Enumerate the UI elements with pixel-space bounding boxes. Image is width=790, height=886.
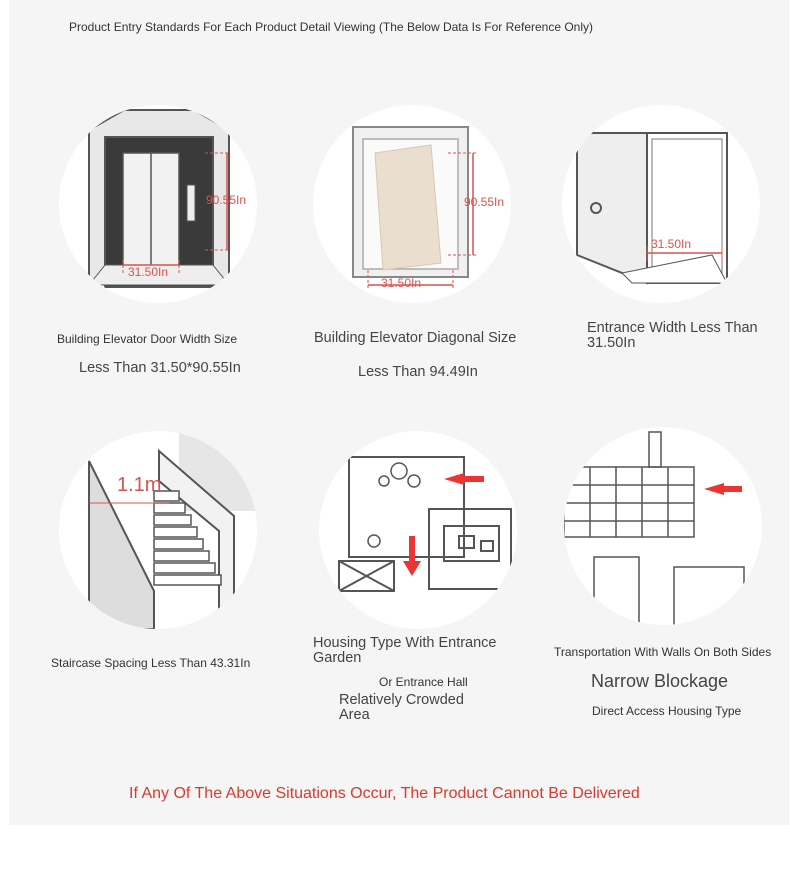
item-caption: Transportation With Walls On Both Sides [554,645,772,659]
elevator-door-illustration [59,105,257,303]
page-header: Product Entry Standards For Each Product… [69,20,594,34]
dimension-label-width: 31.50In [381,276,422,290]
item-detail: Narrow Blockage [591,671,729,691]
item-caption: Building Elevator Door Width Size [57,332,238,346]
item-caption: Housing Type With Entrance Garden [313,635,497,666]
narrow-corridor-illustration [564,427,762,625]
item-caption: Entrance Width Less Than 31.50In [587,320,758,351]
dimension-label-width: 31.50In [651,237,692,251]
item-detail-secondary: Relatively Crowded Area [339,692,464,723]
dimension-label-width: 31.50In [128,265,169,279]
item-caption: Building Elevator Diagonal Size [314,330,517,346]
item-detail: Less Than 94.49In [358,364,478,380]
dimension-label-height: 90.55In [206,193,247,207]
staircase-illustration [59,431,257,629]
elevator-diagonal-illustration [313,105,511,303]
item-detail: Less Than 31.50*90.55In [79,360,241,376]
floor-plan-illustration [319,431,517,629]
item-detail: Or Entrance Hall [379,675,468,689]
dimension-label-width: 1.1m [117,474,162,496]
item-detail-secondary: Direct Access Housing Type [592,704,742,718]
entrance-door-illustration [562,105,760,303]
delivery-warning: If Any Of The Above Situations Occur, Th… [129,785,640,802]
item-caption: Staircase Spacing Less Than 43.31In [51,656,251,670]
dimension-label-height: 90.55In [464,195,505,209]
